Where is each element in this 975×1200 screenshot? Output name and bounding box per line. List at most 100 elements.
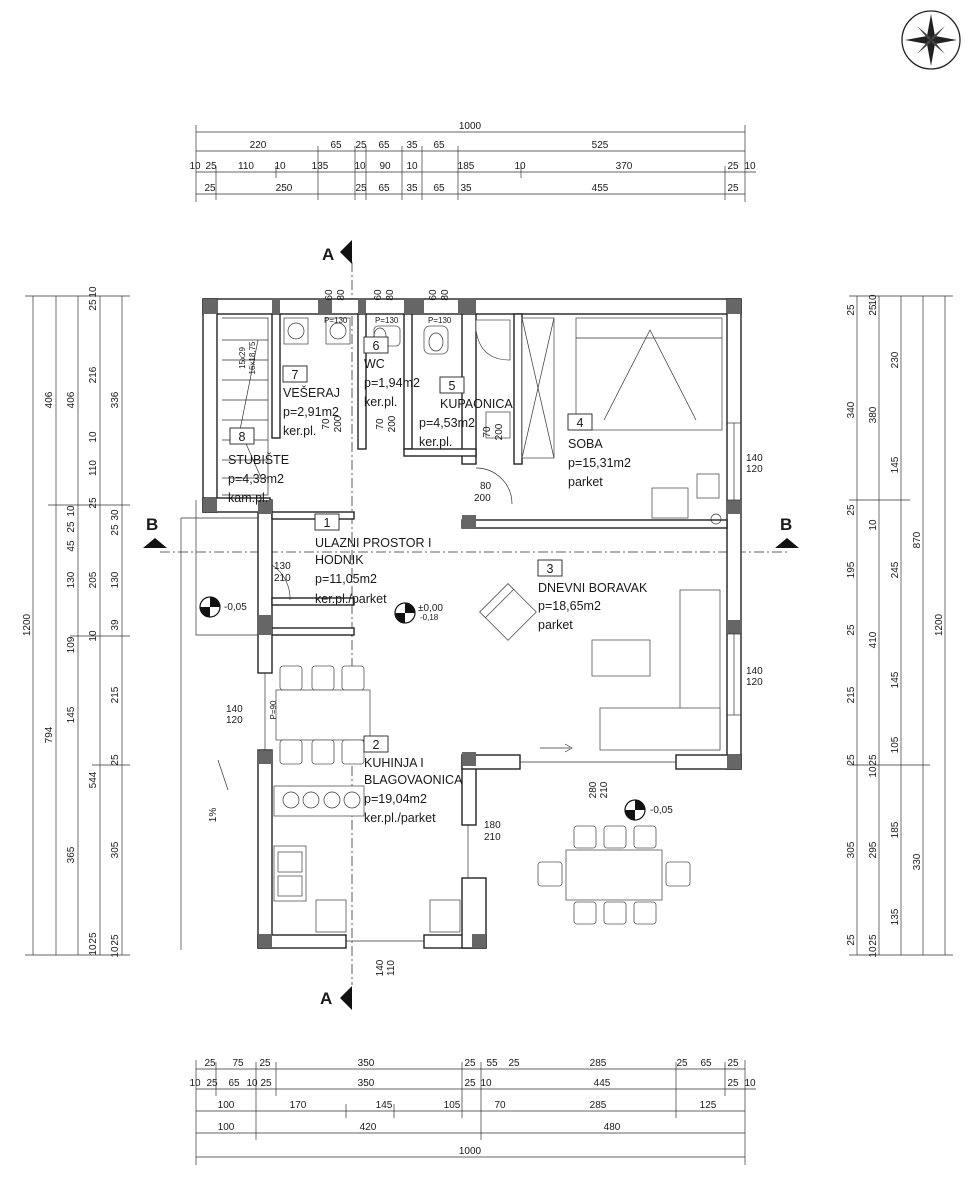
section-a-bottom-label: A [320,989,332,1008]
dim-top-total: 1000 [459,121,482,132]
room-area: p=4,53m2 [419,416,475,430]
dim: 65 [700,1058,712,1069]
dim: 330 [912,853,923,870]
dim: 135 [312,161,329,172]
stairs [222,317,269,496]
dim: 125 [700,1100,717,1111]
dim: 25 [727,183,739,194]
dim: 10 [189,1078,201,1089]
dim: 10 [406,161,418,172]
bed [575,317,723,431]
opening-height: 110 [386,960,397,976]
dim: 10 [744,161,756,172]
dim: 185 [458,161,475,172]
opening-width: 180 [484,820,501,831]
room-area: p=18,65m2 [538,599,601,613]
dim: 10 [868,519,879,531]
right-dimension-lines [849,295,953,956]
dim: 25 [355,183,367,194]
dim: 25 [110,524,121,536]
dim: 25 [868,754,879,766]
dim: 170 [290,1100,307,1111]
room-area: p=15,31m2 [568,456,631,470]
parapet-label: P=130 [428,316,452,325]
door-swing [271,564,291,601]
dim: 305 [110,841,121,858]
dim: 380 [868,406,879,423]
shower [475,319,511,361]
dim: 205 [88,571,99,588]
dim: 145 [376,1100,393,1111]
level-markers: -0,05 ±0,00 -0,18 -0,05 1% [199,596,673,823]
opening-height: 80 [440,289,451,301]
dim: 25 [676,1058,688,1069]
section-lines: A A B B [143,240,799,1010]
dim: 406 [44,391,55,408]
dim: 35 [460,183,472,194]
dim: 544 [88,771,99,788]
dim: 10 [246,1078,258,1089]
dim: 25 [846,754,857,766]
nightstand [696,473,720,499]
section-b-left-arrow-icon [143,538,167,548]
dim: 365 [66,846,77,863]
chair [341,739,365,765]
opening-labels: 80 200 130 210 180 210 280 210 140 120 1… [226,289,763,976]
room-number: 3 [547,562,554,576]
dim: 10 [88,944,99,956]
dim: 215 [110,686,121,703]
chair [279,665,303,691]
top-dimension-lines [195,125,756,202]
dim: 25 [868,304,879,316]
dim: 25 [464,1058,476,1069]
opening-height: 120 [746,677,763,688]
dim: 794 [44,726,55,743]
level-marker-icon [199,596,221,618]
dim: 25 [259,1058,271,1069]
dim: 10 [189,161,201,172]
dim: 340 [846,401,857,418]
dim: 145 [890,671,901,688]
dim: 110 [88,460,99,476]
room-area: p=4,33m2 [228,472,284,486]
dim: 25 [846,304,857,316]
room-name: STUBIŠTE [228,452,289,467]
walls [202,298,742,949]
dim: 25 [204,183,216,194]
dim: 70 [494,1100,506,1111]
section-b-right-arrow-icon [775,538,799,548]
dim: 10 [88,630,99,642]
dim: 55 [486,1058,498,1069]
room-number: 2 [373,738,380,752]
dim: 25 [727,161,739,172]
opening-height: 210 [599,781,610,798]
opening-width: 60 [428,289,439,301]
dim: 135 [890,908,901,925]
kitchen-counter [273,785,461,933]
dim: 215 [846,686,857,703]
dim: 870 [912,531,923,548]
room-floor: ker.pl. [364,395,397,409]
slope-label: 1% [208,808,219,823]
coffee-table [591,639,651,677]
opening-width: 140 [746,666,763,677]
dim: 145 [890,456,901,473]
dim: 25 [464,1078,476,1089]
opening-width: 140 [746,453,763,464]
dim: 65 [378,183,390,194]
dim: 25 [727,1078,739,1089]
north-arrow-icon [901,10,961,70]
opening-height: 120 [226,715,243,726]
opening-height: 200 [333,415,344,432]
opening-width: 140 [226,704,243,715]
sofa [599,707,721,751]
level-label: -0,05 [650,805,673,816]
level-label: -0,18 [420,613,439,622]
dim: 25 [260,1078,272,1089]
dim: 39 [110,619,121,631]
room-name: KUPAONICA [440,397,513,411]
armchair [479,583,537,641]
level-marker-icon [394,602,416,624]
opening-width: 80 [480,481,492,492]
